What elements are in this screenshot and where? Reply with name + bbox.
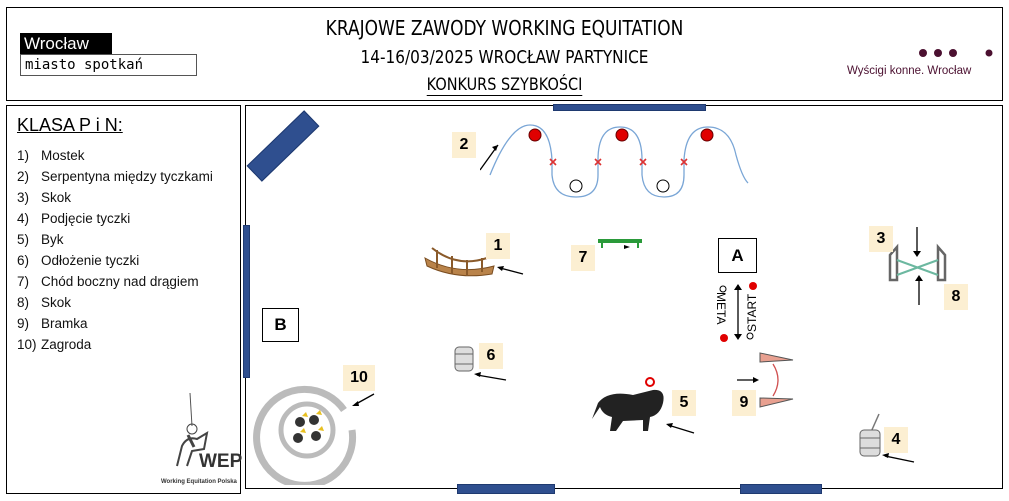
arena-bar-bottom-2 [740, 484, 822, 494]
start-finish-line [719, 282, 757, 342]
jump-icon [888, 227, 947, 305]
item-label: Serpentyna między tyczkami [41, 169, 213, 184]
race-logo-text: Wyścigi konne. Wrocław [847, 65, 972, 77]
list-item: 1) Mostek [17, 145, 213, 166]
page-title: KRAJOWE ZAWODY WORKING EQUITATION [325, 16, 684, 40]
item-label: Bramka [41, 316, 88, 331]
serpentine-diagram [480, 124, 749, 198]
arena-letter-a: A [718, 238, 757, 273]
wroclaw-logo-bottom: miasto spotkań [20, 54, 197, 76]
list-item: 7) Chód boczny nad drągiem [17, 271, 213, 292]
list-item: 3) Skok [17, 187, 213, 208]
obstacle-number-9: 9 [732, 390, 756, 416]
item-label: Byk [41, 232, 64, 247]
list-item: 8) Skok [17, 292, 213, 313]
item-number: 2) [17, 169, 30, 184]
item-number: 3) [17, 190, 30, 205]
start-label: START [745, 293, 759, 332]
barrel-icon [454, 346, 507, 381]
pole-white [569, 179, 583, 193]
pen-icon [253, 385, 375, 485]
legend-panel: KLASA P i N: 1) Mostek 2) Serpentyna międz… [6, 105, 243, 494]
item-number: 8) [17, 295, 30, 310]
item-number: 6) [17, 253, 30, 268]
arena-letter-b: B [262, 308, 299, 342]
list-item: 2) Serpentyna między tyczkami [17, 166, 213, 187]
item-number: 9) [17, 316, 30, 331]
list-item: 9) Bramka [17, 313, 213, 334]
arrow-icon [497, 266, 524, 275]
item-label: Podjęcie tyczki [41, 211, 131, 226]
list-item: 10) Zagroda [17, 334, 213, 355]
barrel-with-pole-icon [859, 413, 915, 463]
pole-white [656, 179, 670, 193]
wroclaw-logo-top: Wrocław [20, 33, 112, 54]
gate-icon [737, 352, 794, 408]
arena-bar-bottom-1 [457, 484, 555, 494]
legend-heading: KLASA P i N: [17, 115, 123, 135]
obstacle-number-7: 7 [571, 245, 595, 271]
item-number: 5) [17, 232, 30, 247]
wep-rider-icon [162, 391, 212, 476]
race-logo-dots [918, 46, 993, 64]
item-label: Odłożenie tyczki [41, 253, 140, 268]
ground-pole-icon [598, 239, 642, 249]
obstacle-number-4: 4 [884, 427, 908, 453]
wep-logo-text: WEP [199, 451, 243, 472]
item-label: Mostek [41, 148, 85, 163]
arena-side-left [243, 225, 250, 378]
item-number: 1) [17, 148, 30, 163]
competition-label: KONKURS SZYBKOŚCI [426, 75, 583, 96]
list-item: 6) Odłożenie tyczki [17, 250, 213, 271]
list-item: 4) Podjęcie tyczki [17, 208, 213, 229]
item-label: Zagroda [41, 337, 92, 352]
bull-icon [592, 377, 695, 434]
item-number: 10) [17, 337, 37, 352]
item-label: Skok [41, 295, 72, 310]
pole-red [700, 128, 714, 142]
item-number: 7) [17, 274, 30, 289]
finish-label: META [714, 292, 728, 325]
item-label: Chód boczny nad drągiem [41, 274, 199, 289]
item-label: Skok [41, 190, 72, 205]
list-item: 5) Byk [17, 229, 213, 250]
event-date-place: 14-16/03/2025 WROCŁAW PARTYNICE [360, 47, 649, 68]
pole-red [615, 128, 629, 142]
bridge-icon [424, 247, 495, 277]
pole-red [528, 128, 542, 142]
obstacle-number-2: 2 [452, 132, 476, 158]
obstacle-number-8: 8 [944, 284, 968, 310]
competition-name: KONKURS SZYBKOŚCI [82, 75, 928, 96]
legend-list: 1) Mostek 2) Serpentyna między tyczkami 3)… [17, 145, 213, 355]
header: Wrocław miasto spotkań KRAJOWE ZAWODY WO… [6, 7, 1003, 101]
item-number: 4) [17, 211, 30, 226]
obstacle-number-3: 3 [869, 226, 893, 252]
obstacle-number-6: 6 [479, 343, 503, 369]
wep-caption: Working Equitation Polska [161, 479, 237, 485]
arena-entrance-top [553, 104, 706, 111]
obstacle-number-5: 5 [672, 390, 696, 416]
obstacle-number-1: 1 [486, 233, 510, 259]
obstacle-number-10: 10 [343, 365, 375, 391]
